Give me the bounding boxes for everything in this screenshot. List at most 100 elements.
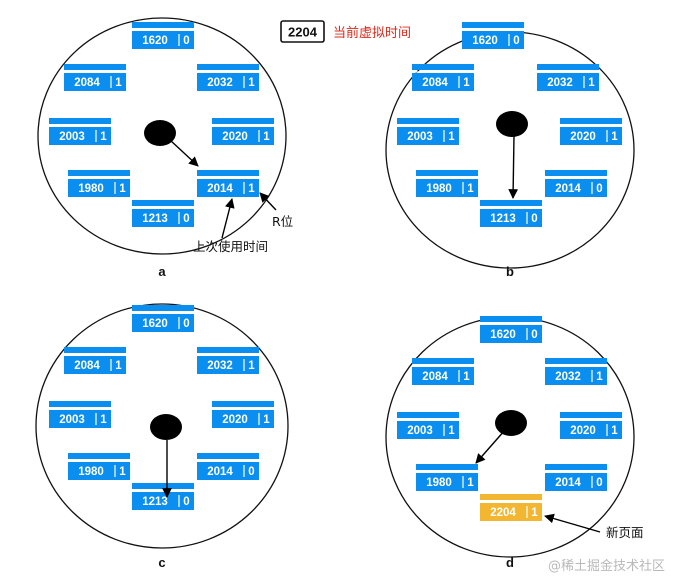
page-time: 2084 (422, 77, 448, 89)
new-page-frame: 2204 1 (480, 494, 542, 521)
panel-label: b (506, 264, 514, 279)
page-r-bit: 1 (463, 371, 470, 383)
page-frame: 1620 0 (132, 305, 194, 332)
page-time: 2020 (222, 131, 248, 143)
page-r-bit: 1 (531, 507, 538, 519)
page-r-bit: 0 (596, 183, 602, 195)
page-frame: 2020 1 (212, 118, 274, 145)
page-r-bit: 0 (596, 477, 602, 489)
page-r-bit: 0 (183, 213, 189, 225)
page-r-bit: 1 (611, 425, 618, 437)
page-frame: 2032 1 (197, 64, 259, 91)
clock-hand-arrow (475, 429, 506, 464)
page-frame: 2032 1 (537, 64, 599, 91)
page-r-bit: 0 (183, 496, 189, 508)
page-time: 1980 (426, 183, 452, 195)
page-time: 2003 (59, 131, 85, 143)
clock-hand-arrow (169, 139, 199, 167)
page-r-bit: 1 (119, 466, 126, 478)
new-page-arrow (544, 513, 601, 533)
page-r-bit: 1 (463, 77, 470, 89)
annotations: 上次使用时间 R位 新页面 (193, 192, 644, 540)
page-r-bit: 0 (248, 466, 254, 478)
page-r-bit: 1 (467, 183, 474, 195)
page-r-bit: 0 (513, 35, 519, 47)
page-time: 1620 (490, 329, 516, 341)
page-frame: 2084 1 (412, 64, 474, 91)
page-r-bit: 1 (115, 360, 122, 372)
page-time: 2014 (555, 183, 581, 195)
page-time: 2032 (207, 77, 233, 89)
page-r-bit: 1 (100, 131, 107, 143)
page-time: 2204 (490, 507, 516, 519)
clock-hand-pivot (144, 120, 176, 146)
page-r-bit: 1 (119, 183, 126, 195)
page-time: 1980 (78, 466, 104, 478)
page-frame: 2020 1 (560, 412, 622, 439)
page-time: 1620 (142, 35, 168, 47)
page-r-bit: 1 (448, 425, 455, 437)
page-r-bit: 0 (531, 329, 537, 341)
last-used-arrow (221, 198, 235, 239)
page-r-bit: 1 (248, 183, 255, 195)
page-time: 1980 (78, 183, 104, 195)
clock-hand-pivot (150, 414, 182, 440)
page-r-bit: 1 (115, 77, 122, 89)
page-frame: 2003 1 (49, 118, 111, 145)
page-frame: 2032 1 (545, 358, 607, 385)
page-frame: 1620 0 (462, 22, 524, 49)
page-r-bit: 1 (588, 77, 595, 89)
page-r-bit: 1 (263, 131, 270, 143)
page-time: 2014 (207, 183, 233, 195)
page-r-bit: 0 (183, 318, 189, 330)
page-frame: 1980 1 (416, 170, 478, 197)
page-time: 1620 (142, 318, 168, 330)
page-r-bit: 1 (248, 77, 255, 89)
current-time-label: 当前虚拟时间 (333, 25, 411, 41)
page-r-bit: 1 (611, 131, 618, 143)
page-time: 1620 (472, 35, 498, 47)
page-time: 2084 (74, 360, 100, 372)
page-time: 1213 (142, 213, 168, 225)
page-time: 2084 (74, 77, 100, 89)
page-time: 2032 (555, 371, 581, 383)
r-bit-arrow (259, 192, 277, 211)
page-frame: 1980 1 (68, 453, 130, 480)
page-frame: 2084 1 (64, 64, 126, 91)
page-r-bit: 1 (448, 131, 455, 143)
page-frame: 2014 1 (197, 170, 259, 197)
page-r-bit: 1 (248, 360, 255, 372)
panel-label: a (158, 264, 166, 279)
panel-label: d (506, 555, 514, 570)
page-time: 2020 (570, 425, 596, 437)
page-time: 2020 (570, 131, 596, 143)
r-bit-label: R位 (272, 214, 293, 229)
current-time-box (280, 20, 325, 43)
page-frame: 1620 0 (480, 316, 542, 343)
page-frame: 1213 0 (132, 483, 194, 510)
page-time: 2032 (547, 77, 573, 89)
page-time: 2084 (422, 371, 448, 383)
page-frame: 1980 1 (68, 170, 130, 197)
page-r-bit: 1 (100, 414, 107, 426)
page-r-bit: 0 (531, 213, 537, 225)
page-r-bit: 1 (596, 371, 603, 383)
clock-hand-pivot (495, 410, 527, 436)
page-time: 2014 (555, 477, 581, 489)
last-used-time-label: 上次使用时间 (193, 239, 268, 254)
new-page-label: 新页面 (606, 525, 644, 540)
page-frame: 2032 1 (197, 347, 259, 374)
page-time: 1213 (142, 496, 168, 508)
page-time: 2032 (207, 360, 233, 372)
